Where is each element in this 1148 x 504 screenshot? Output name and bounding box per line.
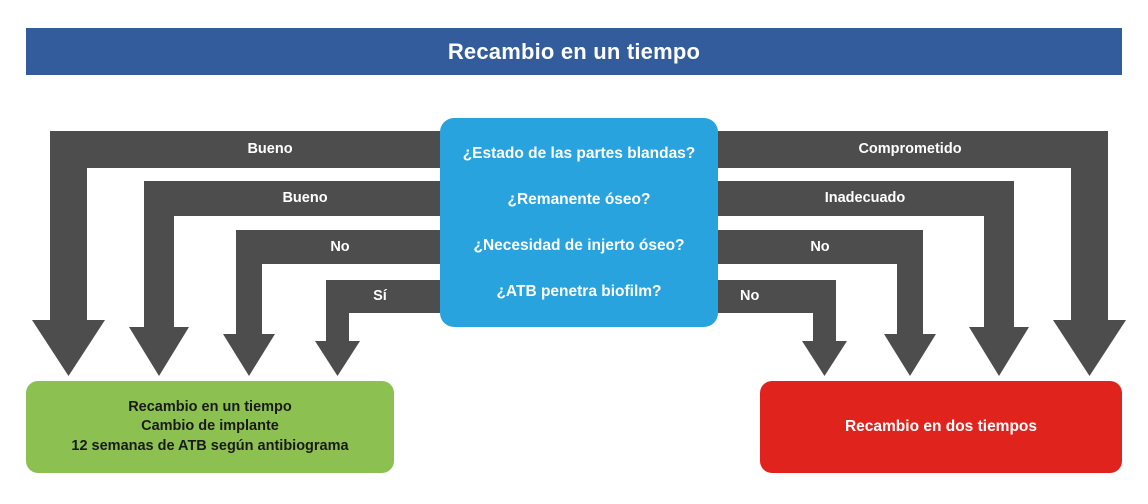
right-label-3: No [810,239,830,255]
outcome-one-stage-line-1: Recambio en un tiempo [128,398,292,415]
question-3: ¿Necesidad de injerto óseo? [473,237,685,255]
header-banner: Recambio en un tiempo [26,28,1122,75]
page-title: Recambio en un tiempo [447,38,701,64]
left-arrow-1 [32,131,440,376]
decision-question-box: ¿Estado de las partes blandas? ¿Remanent… [440,118,718,327]
right-arrow-1 [718,131,1126,376]
left-label-3: No [330,239,350,255]
question-2: ¿Remanente óseo? [507,190,651,208]
right-arrow-2 [718,181,1029,376]
left-arrow-4 [315,280,440,376]
right-arrow-4 [718,280,847,376]
left-arrow-2 [129,181,440,376]
left-arrow-3 [223,230,440,376]
outcome-two-stage: Recambio en dos tiempos [760,381,1122,473]
question-1: ¿Estado de las partes blandas? [462,144,696,162]
right-label-4: No [740,288,760,304]
left-label-4: Sí [373,288,387,304]
outcome-one-stage-line-2: Cambio de implante [141,418,279,435]
outcome-two-stage-text: Recambio en dos tiempos [845,417,1037,438]
right-arrow-3 [718,230,936,376]
outcome-one-stage: Recambio en un tiempo Cambio de implante… [26,381,394,473]
left-label-2: Bueno [282,190,328,206]
question-4: ¿ATB penetra biofilm? [496,283,662,301]
outcome-two-stage-line-1: Recambio en dos tiempos [844,417,1038,435]
outcome-one-stage-text: Recambio en un tiempo Cambio de implante… [71,398,348,457]
right-label-1: Comprometido [858,141,962,157]
left-label-1: Bueno [247,141,293,157]
right-label-2: Inadecuado [824,190,906,206]
outcome-one-stage-line-3: 12 semanas de ATB según antibiograma [71,437,349,454]
